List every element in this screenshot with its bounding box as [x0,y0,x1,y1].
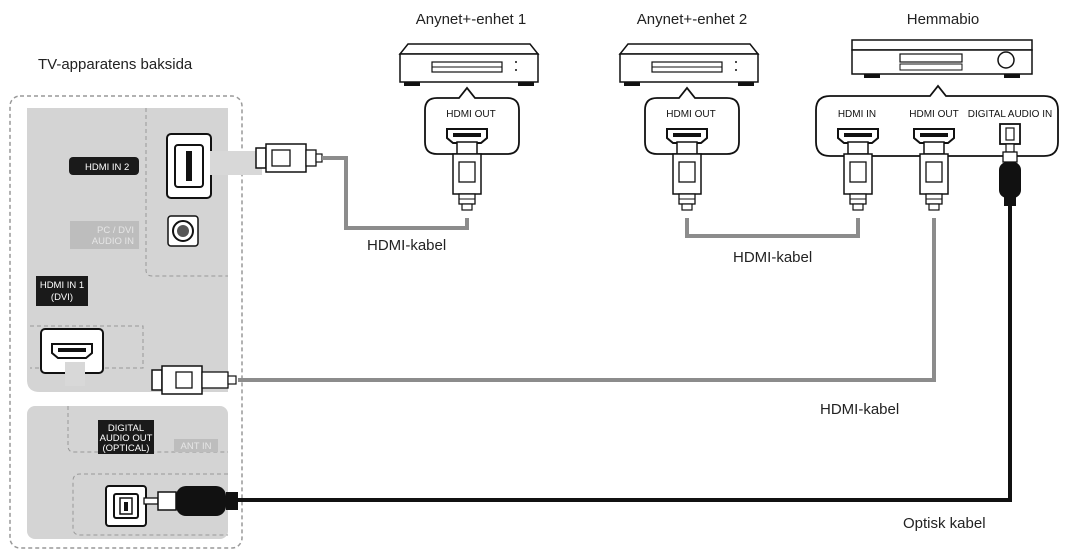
tv-upper-outline [145,108,228,277]
device1-box [398,43,540,86]
device2-hdmi-socket[interactable] [666,128,708,144]
pc-dvi-badge [70,221,139,249]
device1-title: Anynet+-enhet 1 [416,11,527,28]
digital-audio-out-badge [98,420,154,454]
home-theater-hdmi-in-label: HDMI IN [838,109,876,120]
hdmi-in-1-badge [36,276,88,306]
digital-audio-out-label-2: AUDIO OUT [100,433,153,444]
cable3-wire [238,218,936,382]
pc-dvi-label-2: AUDIO IN [92,236,134,247]
hdmi-in-1-socket [51,343,93,359]
cable1-label: HDMI-kabel [367,237,446,254]
tv-panel-border [9,95,243,549]
cable2-label: HDMI-kabel [733,249,812,266]
tv-back-title: TV-apparatens baksida [38,56,193,73]
audio-jack-hole [177,225,189,237]
hdmi-in-1-label-1: HDMI IN 1 [40,280,84,291]
ant-in-badge [174,439,218,452]
device1-hdmi-plug [452,141,482,211]
hdmi-in-2-pins [186,151,192,181]
device2-hdmi-plug [672,141,702,211]
optical-label: Optisk kabel [903,515,986,532]
cable1-plug-tv [255,143,323,173]
home-theater-box [851,39,1033,78]
ant-in-label: ANT IN [181,441,212,452]
home-theater-digital-audio-in-label: DIGITAL AUDIO IN [968,109,1052,120]
device2-title: Anynet+-enhet 2 [637,11,748,28]
optical-wire [236,200,1012,502]
tv-lower-outline [67,406,228,453]
cable1-wire [322,156,469,230]
home-theater-hdmi-out-socket[interactable] [913,128,955,144]
cable3-plug-tv [151,365,237,395]
tv-optical-outline [72,473,228,536]
cable3-stub [65,362,85,386]
home-theater-hdmi-out-plug [919,141,949,211]
device2-port-label: HDMI OUT [666,109,715,120]
device1-hdmi-socket[interactable] [446,128,488,144]
pc-dvi-label-1: PC / DVI [97,225,134,236]
cable2-wire [685,218,860,238]
hdmi-in-2-badge [69,157,139,175]
digital-audio-out-label-3: (OPTICAL) [103,443,150,454]
cable1-stub [210,151,262,175]
home-theater-hdmi-in-socket[interactable] [837,128,879,144]
device2-box [618,43,760,86]
home-theater-hdmi-out-label: HDMI OUT [909,109,958,120]
home-theater-hdmi-in-plug [843,141,873,211]
cable3-label: HDMI-kabel [820,401,899,418]
hdmi-in-1-label-2: (DVI) [51,292,73,303]
optical-plug-tv [143,486,238,516]
digital-audio-out-label-1: DIGITAL [108,423,144,434]
optical-out-pin [124,502,128,511]
device1-port-label: HDMI OUT [446,109,495,120]
hdmi-in-2-label: HDMI IN 2 [85,162,129,173]
home-theater-optical-slot [1005,127,1015,141]
home-theater-optical-plug [999,143,1021,206]
home-theater-title: Hemmabio [907,11,980,28]
